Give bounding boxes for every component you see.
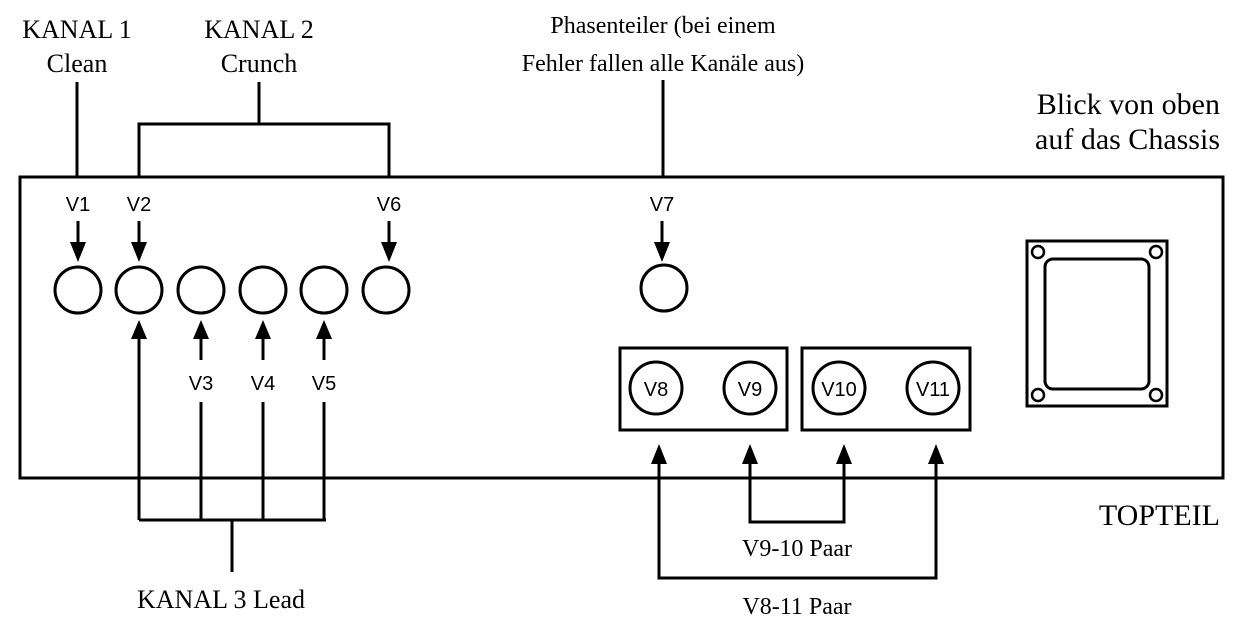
tube-label-v2: V2 xyxy=(127,194,151,216)
tube-label-v3: V3 xyxy=(189,373,213,395)
arrow-down-v2 xyxy=(131,221,147,262)
tube-v7 xyxy=(639,263,689,313)
tube-label-v5: V5 xyxy=(312,373,336,395)
tube-v11 xyxy=(905,360,961,416)
arrow-up-v4 xyxy=(255,320,271,360)
topteil-label: TOPTEIL xyxy=(1099,499,1220,532)
tube-label-v4: V4 xyxy=(251,373,275,395)
kanal2-subtitle: Crunch xyxy=(221,49,298,78)
tube-v10 xyxy=(811,360,867,416)
arrow-up-v8 xyxy=(651,444,667,464)
power-tube-box-left xyxy=(618,346,789,432)
power-tube-box-right xyxy=(800,346,972,432)
arrow-down-v1 xyxy=(70,221,86,262)
tube-v6 xyxy=(361,265,411,315)
tube-label-v8: V8 xyxy=(644,379,668,401)
pair-v8-11-bracket xyxy=(657,460,938,580)
chassis-outline xyxy=(18,175,1225,480)
tube-label-v1: V1 xyxy=(66,194,90,216)
pair-v8-11-label: V8-11 Paar xyxy=(742,594,851,620)
tube-v5 xyxy=(299,265,349,315)
tube-v8 xyxy=(628,360,684,416)
tube-v2 xyxy=(114,265,164,315)
phase-splitter-label-2: Fehler fallen alle Kanäle aus) xyxy=(522,51,805,77)
pair-v9-10-label: V9-10 Paar xyxy=(742,536,852,562)
view-label-1: Blick von oben xyxy=(1037,88,1220,121)
pair-v9-10-bracket xyxy=(748,460,846,524)
kanal1-title: KANAL 1 xyxy=(22,15,132,44)
kanal1-subtitle: Clean xyxy=(47,49,108,78)
arrow-down-v6 xyxy=(381,221,397,262)
arrow-up-v2 xyxy=(131,320,147,520)
tube-v4 xyxy=(238,265,288,315)
tube-label-v6: V6 xyxy=(377,194,401,216)
kanal2-bracket xyxy=(137,122,391,178)
view-label-2: auf das Chassis xyxy=(1035,123,1220,156)
tube-v1 xyxy=(53,265,103,315)
tube-label-v9: V9 xyxy=(738,379,762,401)
arrow-up-v10 xyxy=(836,444,852,464)
tube-v9 xyxy=(722,360,778,416)
kanal3-label: KANAL 3 Lead xyxy=(137,585,305,614)
tube-label-v11: V11 xyxy=(916,379,950,401)
transformer xyxy=(1025,239,1169,408)
tube-label-v7: V7 xyxy=(650,194,674,216)
arrow-up-v11 xyxy=(928,444,944,464)
arrow-up-v9 xyxy=(742,444,758,464)
kanal2-title: KANAL 2 xyxy=(204,15,314,44)
phase-splitter-label-1: Phasenteiler (bei einem xyxy=(550,13,776,39)
arrow-up-v5 xyxy=(316,320,332,360)
tube-label-v10: V10 xyxy=(821,379,857,401)
tube-v3 xyxy=(176,265,226,315)
arrow-down-v7 xyxy=(654,221,670,262)
arrow-up-v3 xyxy=(193,320,209,360)
